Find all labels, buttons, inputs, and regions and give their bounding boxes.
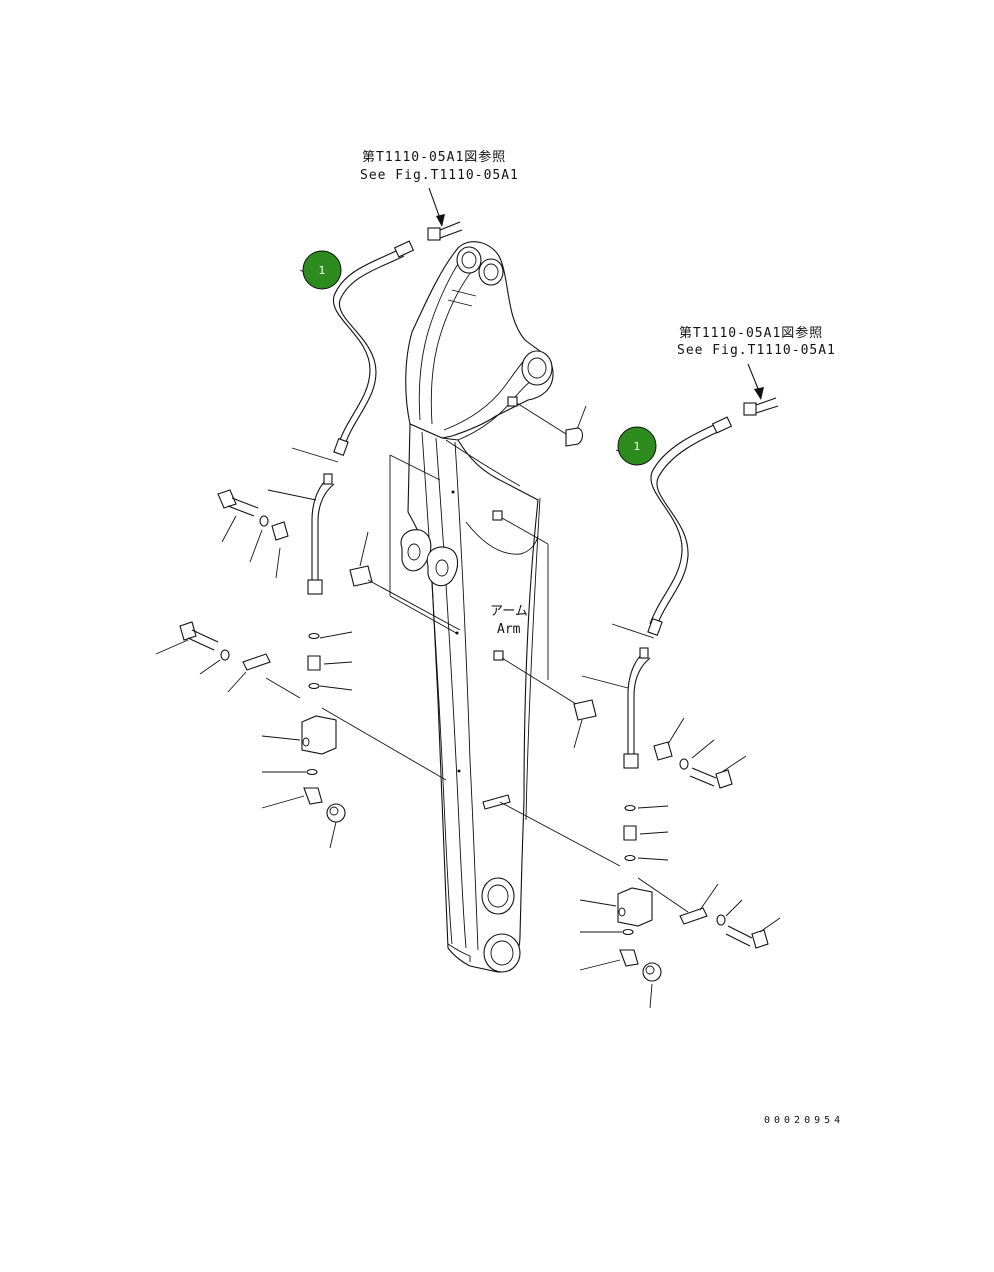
o-ring-right-1 xyxy=(624,804,636,812)
o-ring-right-2 xyxy=(624,854,636,862)
plate-lower-right xyxy=(679,907,708,925)
reference-right-en: See Fig.T1110-05A1 xyxy=(677,343,836,358)
bolt-upper-left xyxy=(217,489,259,517)
washer-upper-left xyxy=(259,515,269,527)
fitting-top-right xyxy=(743,397,779,416)
clamp-upper-left xyxy=(271,521,289,541)
bolt-lower-left xyxy=(179,621,219,651)
reference-right-jp: 第T1110-05A1図参照 xyxy=(679,325,823,341)
elbow-left xyxy=(303,787,323,805)
callout-circle-right[interactable] xyxy=(617,426,657,466)
arm-label-en: Arm xyxy=(497,622,521,637)
elbow-right xyxy=(619,949,639,967)
plate-lower-left xyxy=(242,653,271,671)
bolt-upper-right xyxy=(689,767,733,789)
bracket-upper-right xyxy=(507,396,584,447)
block-left xyxy=(301,715,337,755)
clamp-pad-right xyxy=(573,699,597,721)
fitting-top-left xyxy=(427,221,463,241)
drawing-code: 00020954 xyxy=(764,1115,844,1126)
cap-right xyxy=(642,962,662,982)
arm-body xyxy=(400,241,554,973)
reference-arrow-right xyxy=(747,363,764,400)
reference-left-jp: 第T1110-05A1図参照 xyxy=(362,149,506,165)
cap-left xyxy=(326,803,346,823)
o-ring-left-2 xyxy=(308,682,320,690)
callout-number-left: 1 xyxy=(319,264,326,277)
reference-arrow-left xyxy=(428,187,445,227)
hose-left xyxy=(332,240,415,456)
o-ring-left-1 xyxy=(308,632,320,640)
tube-left xyxy=(307,473,335,595)
reference-left-en: See Fig.T1110-05A1 xyxy=(360,168,519,183)
connector-left xyxy=(307,655,321,671)
bolt-lower-right xyxy=(725,925,769,949)
callout-number-right: 1 xyxy=(634,440,641,453)
leader-lines-right xyxy=(499,399,781,1009)
clamp-pad-left xyxy=(349,565,373,587)
callout-circle-left[interactable] xyxy=(302,250,342,290)
arm-label-jp: アーム xyxy=(490,604,528,619)
callout-marker-right[interactable]: 1 xyxy=(617,426,657,466)
clamp-upper-right xyxy=(653,741,673,761)
block-right xyxy=(617,887,653,927)
tube-right xyxy=(623,647,651,769)
washer-lower-left xyxy=(220,649,230,661)
connector-right xyxy=(623,825,637,841)
washer-lower-right xyxy=(716,914,726,926)
washer-upper-right xyxy=(679,758,689,770)
leader-lines-left xyxy=(155,269,461,849)
callout-marker-left[interactable]: 1 xyxy=(302,250,342,290)
hose-right xyxy=(647,416,733,636)
o-ring-left-3 xyxy=(306,768,318,776)
o-ring-right-3 xyxy=(622,928,634,936)
